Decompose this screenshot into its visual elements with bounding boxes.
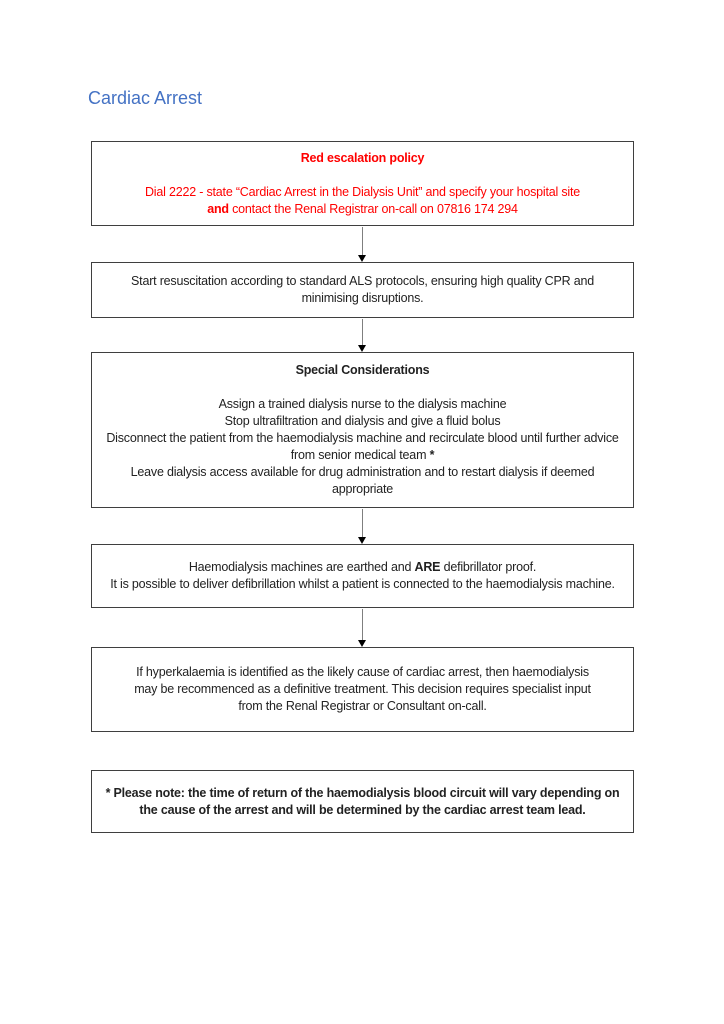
special-considerations-box: Special Considerations Assign a trained … (91, 352, 634, 508)
escalation-line2-rest: contact the Renal Registrar on-call on 0… (228, 201, 518, 216)
resuscitation-box: Start resuscitation according to standar… (91, 262, 634, 318)
arrow-line (362, 609, 363, 641)
flow-arrow-3 (356, 509, 369, 544)
blank-line (101, 167, 624, 184)
special-item-4: Leave dialysis access available for drug… (130, 465, 595, 496)
page-title: Cardiac Arrest (88, 88, 203, 108)
blank-line (101, 379, 624, 396)
flow-arrow-4 (356, 609, 369, 647)
defibrillator-line1-post: defibrillator proof. (440, 560, 537, 574)
escalation-line2-bold: and (207, 201, 229, 216)
special-heading: Special Considerations (295, 363, 430, 377)
arrow-line (362, 319, 363, 346)
hyperkalaemia-box: If hyperkalaemia is identified as the li… (91, 647, 634, 732)
defibrillator-box: Haemodialysis machines are earthed and A… (91, 544, 634, 608)
flow-arrow-1 (356, 227, 369, 262)
arrow-head-icon (358, 640, 366, 647)
defibrillator-line1-pre: Haemodialysis machines are earthed and (188, 560, 415, 574)
resuscitation-text: Start resuscitation according to standar… (131, 274, 594, 305)
hyperkalaemia-text: If hyperkalaemia is identified as the li… (134, 665, 591, 713)
special-item-3-text: Disconnect the patient from the haemodia… (106, 431, 619, 462)
defibrillator-line2: It is possible to deliver defibrillation… (110, 577, 615, 591)
special-item-1: Assign a trained dialysis nurse to the d… (218, 397, 507, 411)
flow-arrow-2 (356, 319, 369, 352)
special-item-2: Stop ultrafiltration and dialysis and gi… (224, 414, 501, 428)
escalation-line1: Dial 2222 - state “Cardiac Arrest in the… (144, 184, 581, 199)
arrow-head-icon (358, 345, 366, 352)
arrow-line (362, 509, 363, 538)
escalation-heading: Red escalation policy (300, 150, 425, 165)
escalation-policy-box: Red escalation policy Dial 2222 - state … (91, 141, 634, 226)
arrow-line (362, 227, 363, 256)
footnote-marker: * (429, 448, 435, 462)
defibrillator-line1-bold: ARE (414, 560, 441, 574)
special-item-3: Disconnect the patient from the haemodia… (101, 430, 624, 464)
footnote-box: * Please note: the time of return of the… (91, 770, 634, 833)
footnote-text: * Please note: the time of return of the… (105, 785, 620, 817)
escalation-line2: and contact the Renal Registrar on-call … (101, 201, 624, 218)
arrow-head-icon (358, 255, 366, 262)
defibrillator-line1: Haemodialysis machines are earthed and A… (101, 559, 624, 576)
arrow-head-icon (358, 537, 366, 544)
